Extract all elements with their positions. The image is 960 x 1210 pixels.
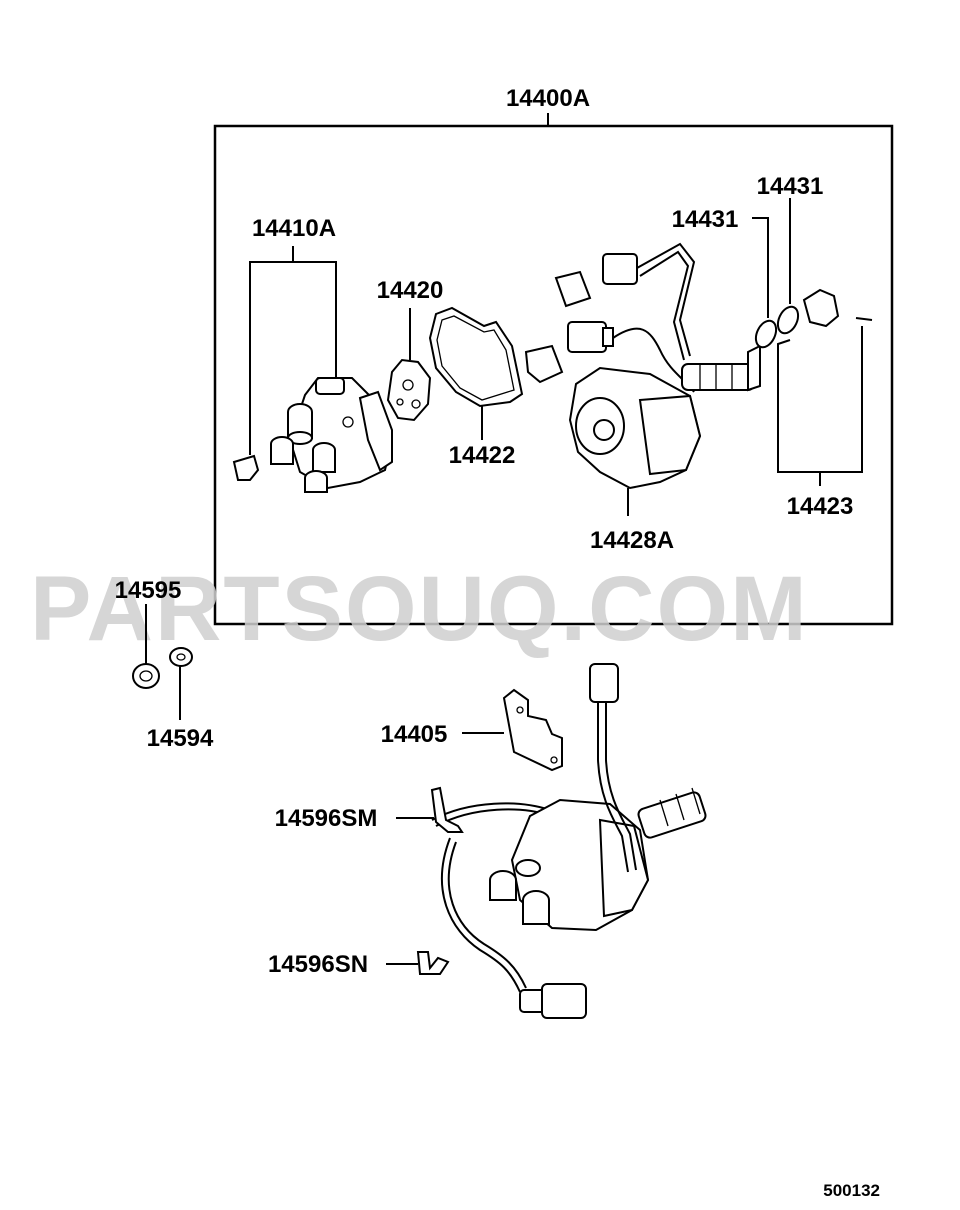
label-14431-upper[interactable]: 14431 bbox=[757, 173, 824, 200]
coupling[interactable] bbox=[802, 288, 840, 328]
watermark: PARTSOUQ.COM bbox=[30, 558, 809, 660]
label-14422[interactable]: 14422 bbox=[449, 442, 516, 469]
distributor-assembled[interactable] bbox=[431, 663, 707, 1019]
label-14431-lower[interactable]: 14431 bbox=[672, 206, 739, 233]
label-14405[interactable]: 14405 bbox=[381, 721, 448, 748]
diagram-code: 500132 bbox=[823, 1181, 880, 1200]
label-14423[interactable]: 14423 bbox=[787, 493, 854, 520]
clamp-sn[interactable] bbox=[416, 951, 450, 975]
nut[interactable] bbox=[132, 663, 160, 689]
rotor[interactable] bbox=[386, 358, 432, 422]
label-14420[interactable]: 14420 bbox=[377, 277, 444, 304]
label-14400A[interactable]: 14400A bbox=[506, 85, 590, 112]
boot[interactable] bbox=[232, 454, 260, 481]
label-14596SN[interactable]: 14596SN bbox=[268, 951, 368, 978]
o-ring-lower[interactable] bbox=[752, 318, 780, 351]
washer[interactable] bbox=[169, 647, 193, 667]
bracket[interactable] bbox=[502, 688, 563, 772]
coupling-leader bbox=[777, 326, 863, 473]
label-14596SM[interactable]: 14596SM bbox=[275, 805, 378, 832]
label-14428A[interactable]: 14428A bbox=[590, 527, 674, 554]
label-14595[interactable]: 14595 bbox=[115, 577, 182, 604]
distributor-housing[interactable] bbox=[568, 344, 761, 490]
pin[interactable] bbox=[855, 317, 873, 321]
o-ring-upper[interactable] bbox=[774, 304, 802, 337]
distributor-cap[interactable] bbox=[270, 377, 394, 493]
clamp-sm[interactable] bbox=[430, 786, 464, 833]
gasket[interactable] bbox=[428, 306, 524, 408]
connector-housing[interactable] bbox=[524, 242, 696, 393]
label-14410A[interactable]: 14410A bbox=[252, 215, 336, 242]
label-14594[interactable]: 14594 bbox=[147, 725, 214, 752]
oring-lower-leader bbox=[752, 217, 769, 318]
assembly-frame bbox=[213, 124, 894, 626]
